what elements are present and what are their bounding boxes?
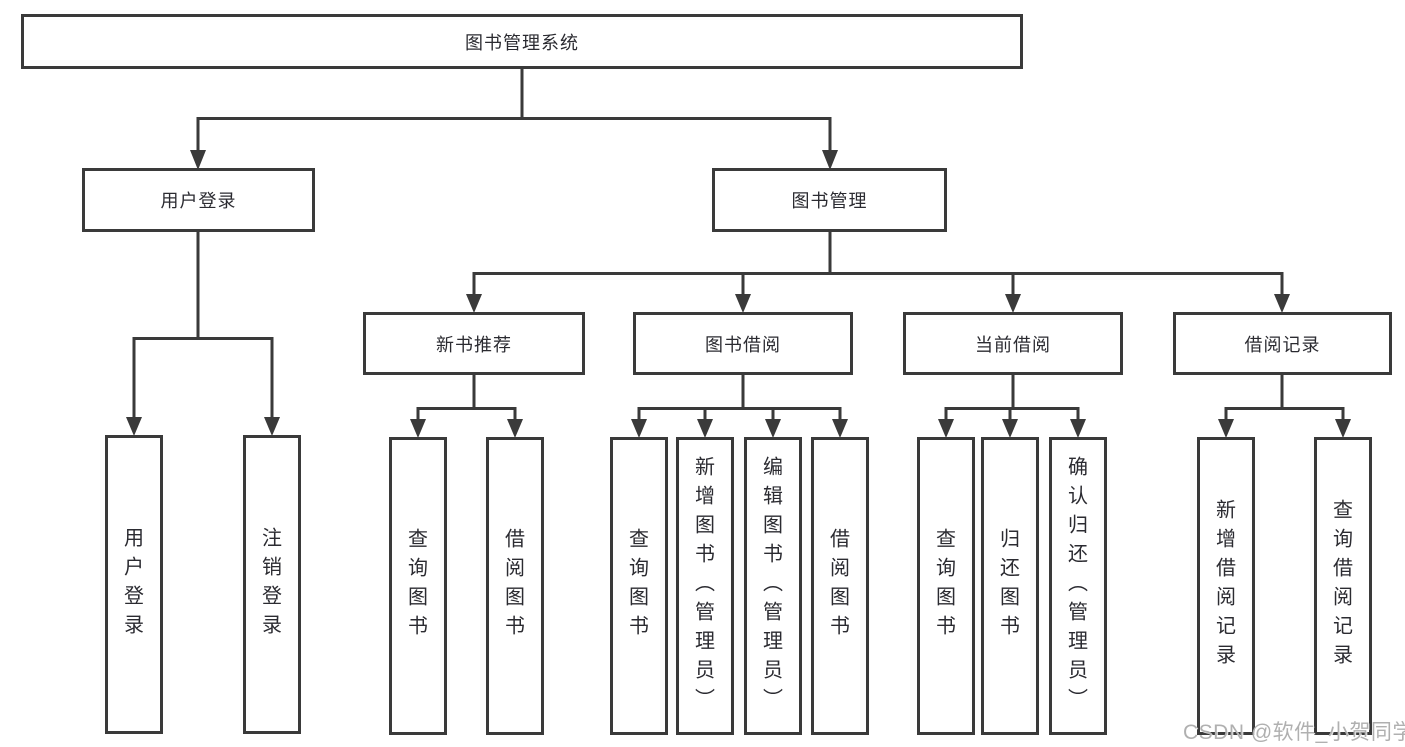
- node-book-management: 图书管理: [712, 168, 947, 232]
- node-new-book-recommend-label: 新书推荐: [436, 334, 512, 355]
- arrow-down-icon: [1335, 419, 1351, 438]
- node-confirm-return-admin-label: 确认归还（管理员）: [1064, 455, 1087, 717]
- node-borrow-records-label: 借阅记录: [1244, 334, 1321, 355]
- node-borrow-books-2-label: 借阅图书: [826, 528, 849, 644]
- node-add-books-admin-label: 新增图书（管理员）: [691, 455, 714, 717]
- node-query-books-2-label: 查询图书: [625, 528, 648, 644]
- arrow-down-icon: [466, 294, 482, 313]
- arrow-down-icon: [1274, 294, 1290, 313]
- arrow-down-icon: [765, 419, 781, 438]
- node-current-borrow-label: 当前借阅: [975, 334, 1051, 355]
- node-query-borrow-record-label: 查询借阅记录: [1329, 499, 1352, 673]
- node-new-book-recommend: 新书推荐: [363, 312, 585, 375]
- node-query-borrow-record: 查询借阅记录: [1314, 437, 1372, 735]
- arrow-down-icon: [190, 150, 206, 170]
- arrow-down-icon: [126, 417, 142, 436]
- node-current-borrow: 当前借阅: [903, 312, 1123, 375]
- node-borrow-books-1: 借阅图书: [486, 437, 544, 735]
- node-user-login: 用户登录: [82, 168, 315, 232]
- arrow-down-icon: [938, 419, 954, 438]
- node-logout-action-label: 注销登录: [258, 526, 281, 643]
- node-query-books-3-label: 查询图书: [932, 528, 955, 644]
- node-query-books-1-label: 查询图书: [404, 528, 427, 644]
- arrow-down-icon: [631, 419, 647, 438]
- node-borrow-books-1-label: 借阅图书: [501, 528, 524, 644]
- node-book-borrow-label: 图书借阅: [705, 334, 781, 355]
- node-login-action: 用户登录: [105, 435, 163, 734]
- arrow-down-icon: [1005, 294, 1021, 313]
- node-edit-books-admin-label: 编辑图书（管理员）: [759, 455, 782, 717]
- csdn-watermark: CSDN @软件_小贺同学: [1183, 721, 1405, 744]
- arrow-down-icon: [264, 417, 280, 436]
- node-root-label: 图书管理系统: [465, 32, 579, 53]
- node-confirm-return-admin: 确认归还（管理员）: [1049, 437, 1107, 735]
- arrow-down-icon: [822, 150, 838, 170]
- connector-mgmt: [472, 232, 1284, 296]
- node-user-login-label: 用户登录: [160, 191, 237, 211]
- arrow-down-icon: [410, 419, 426, 438]
- node-query-books-3: 查询图书: [917, 437, 975, 735]
- node-add-borrow-record: 新增借阅记录: [1197, 437, 1255, 735]
- arrow-down-icon: [1070, 419, 1086, 438]
- node-root: 图书管理系统: [21, 14, 1023, 69]
- connector-lines: [132, 69, 1345, 421]
- node-logout-action: 注销登录: [243, 435, 301, 734]
- arrow-down-icon: [1002, 419, 1018, 438]
- arrow-down-icon: [697, 419, 713, 438]
- node-add-borrow-record-label: 新增借阅记录: [1212, 499, 1235, 673]
- node-query-books-2: 查询图书: [610, 437, 668, 735]
- node-borrow-books-2: 借阅图书: [811, 437, 869, 735]
- node-borrow-records: 借阅记录: [1173, 312, 1392, 375]
- node-add-books-admin: 新增图书（管理员）: [676, 437, 734, 735]
- connector-login: [132, 232, 274, 418]
- node-query-books-1: 查询图书: [389, 437, 447, 735]
- arrow-down-icon: [507, 419, 523, 438]
- arrowheads: [126, 150, 1351, 438]
- node-edit-books-admin: 编辑图书（管理员）: [744, 437, 802, 735]
- node-book-borrow: 图书借阅: [633, 312, 853, 375]
- node-book-management-label: 图书管理: [791, 191, 868, 211]
- node-return-books-label: 归还图书: [996, 528, 1019, 644]
- arrow-down-icon: [1218, 419, 1234, 438]
- connector-sections: [416, 375, 1345, 421]
- node-login-action-label: 用户登录: [120, 526, 143, 643]
- node-return-books: 归还图书: [981, 437, 1039, 735]
- connector-root: [196, 69, 832, 152]
- arrow-down-icon: [735, 294, 751, 313]
- arrow-down-icon: [832, 419, 848, 438]
